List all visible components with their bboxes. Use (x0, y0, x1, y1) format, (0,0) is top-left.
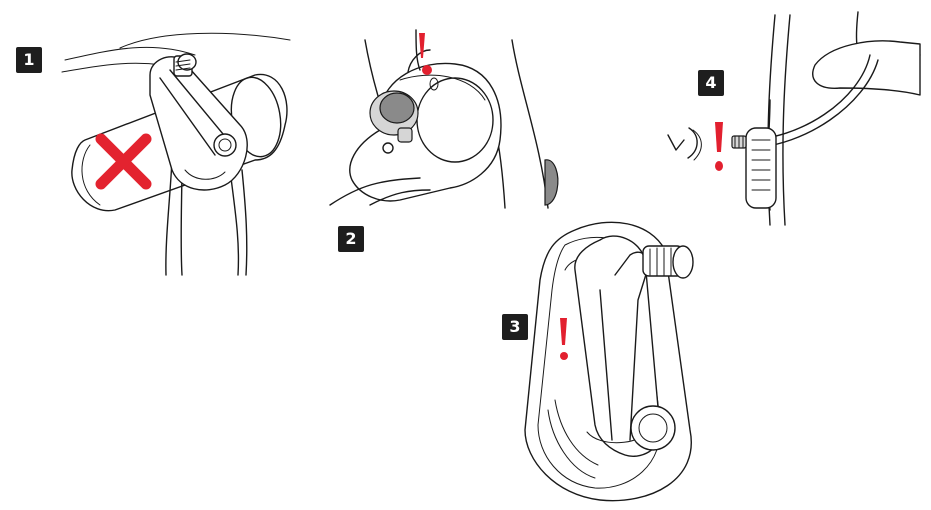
step-4-illustration (667, 11, 921, 226)
step-1-illustration (61, 32, 291, 276)
step-2-badge: 2 (338, 226, 364, 252)
exclamation-icon (560, 318, 568, 360)
arrow-icon (667, 127, 702, 161)
step-2-illustration (329, 29, 559, 209)
alignment-mark-dot (422, 65, 432, 75)
step-3-badge: 3 (502, 314, 528, 340)
cross-icon (95, 133, 152, 190)
exclamation-icon (419, 33, 425, 58)
step-3-illustration (524, 221, 694, 502)
step-1-badge: 1 (16, 47, 42, 73)
exclamation-icon (715, 122, 723, 171)
step-4-badge: 4 (698, 70, 724, 96)
